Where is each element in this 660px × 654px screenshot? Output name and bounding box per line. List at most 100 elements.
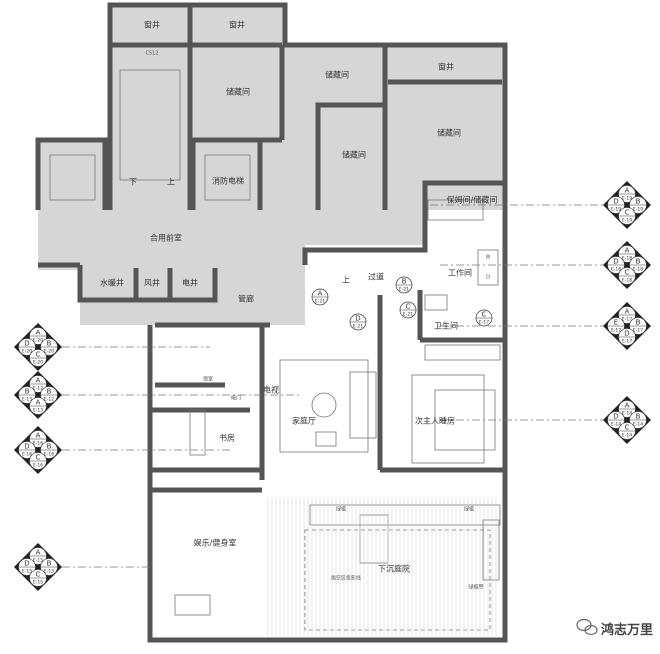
label-planter-strip: 绿植带 [468,584,483,591]
marker-letter: B [636,198,641,206]
marker-code: E-17 [611,328,621,334]
marker-diamond [14,426,62,474]
marker-diamond [603,181,651,229]
label-void-projection-line: 挑空区投影线 [331,575,361,582]
marker-code: E-20 [44,349,54,355]
marker-letter: A [625,308,630,316]
label-family-room: 家庭厅 [292,416,316,426]
marker-letter: B [402,278,407,286]
label-storage: 储藏间 [437,128,461,138]
marker-code: E-16 [33,463,43,469]
marker-letter: A [36,377,41,385]
room-labels: 窗井 窗井 窗井 C512 储藏间 储藏间 储藏间 储藏间 下 上 消防电梯 合… [100,20,497,591]
marker-code: E-13 [22,397,32,403]
marker-code: E-20 [33,360,43,366]
marker-letter: C [36,454,41,462]
marker-letter: A [625,402,630,410]
furniture [49,69,501,631]
label-window-well: 窗井 [438,62,454,72]
marker-letter: B [636,258,641,266]
label-utility-room: 工作间 [448,268,472,278]
label-dryer: D [486,275,490,281]
marker-letter: C [625,209,630,217]
label-storage: 储藏间 [342,150,366,160]
marker-letter: C [36,571,41,579]
label-washer: W [486,255,491,261]
marker-code: E-15 [33,558,43,564]
marker-diamond [14,371,62,419]
label-storage: 储藏间 [226,87,250,97]
marker-letter: C [482,311,487,319]
section-lines [62,204,603,568]
marker-letter: D [355,315,360,323]
watermark-text: 鸿志万里 [601,622,653,638]
marker-letter: A [36,399,41,407]
marker-code: E-21 [403,312,413,318]
marker-letter: B [47,443,52,451]
label-maid-storage: 保姆间/储藏间 [447,195,498,205]
label-second-master-bedroom: 次主人睡房 [415,416,455,426]
marker-code: E-19 [633,207,643,213]
label-planter: 绿植 [464,506,474,513]
marker-code: E-18 [611,267,621,273]
marker-letter: B [47,388,52,396]
marker-letter: A [36,432,41,440]
marker-code: E-14 [622,433,632,439]
marker-letter: A [625,247,630,255]
marker-code: E-12 [44,397,54,403]
marker-code: E-15 [44,569,54,575]
marker-code: E-18 [622,256,632,262]
marker-code: E-21 [353,324,363,330]
label-bathroom: 卫生间 [434,321,458,331]
marker-code: E-21 [399,287,409,293]
marker-letter: A [36,549,41,557]
marker-letter: B [47,560,52,568]
label-gym: 娱乐/健身室 [194,538,237,548]
marker-code: E-19 [611,207,621,213]
marker-code: E-17 [622,339,632,345]
marker-code: E-12 [33,386,43,392]
marker-code: E-16 [22,452,32,458]
label-hidden-door: 暗门 [231,395,241,402]
inner-section-marker: DE-21 [349,313,367,331]
marker-code: E-15 [22,569,32,575]
marker-letter: C [36,351,41,359]
label-study: 书房 [219,433,235,443]
label-stair-up: 上 [167,178,175,187]
marker-letter: A [625,187,630,195]
marker-code: E-19 [622,218,632,224]
label-tv: 电视 [263,385,279,395]
marker-letter: D [613,258,618,266]
marker-letter: C [625,424,630,432]
inner-section-marker: BE-21 [395,276,413,294]
marker-diamond [14,323,62,371]
marker-code: E-17 [633,328,643,334]
marker-code: E-19 [622,196,632,202]
marker-diamond [603,396,651,444]
label-planter: 绿植 [336,506,346,513]
marker-letter: B [636,319,641,327]
marker-code: E-20 [33,338,43,344]
marker-letter: E [614,319,618,327]
label-plumbing-shaft: 水暖井 [100,278,124,288]
marker-diamond [14,543,62,591]
marker-letter: B [636,413,641,421]
label-window-well: 窗井 [144,20,160,30]
label-sunken-courtyard: 下沉庭院 [378,564,410,574]
inner-section-marker: CE-17 [475,309,493,327]
label-window-well: 窗井 [229,20,245,30]
marker-letter: A [318,290,323,298]
label-bedroom-room: 宿室 [203,376,213,383]
label-fire-elevator: 消防电梯 [212,176,244,186]
shaded-areas [38,5,505,325]
marker-letter: B [25,388,30,396]
marker-code: E-17 [479,320,489,326]
marker-diamond [603,302,651,350]
